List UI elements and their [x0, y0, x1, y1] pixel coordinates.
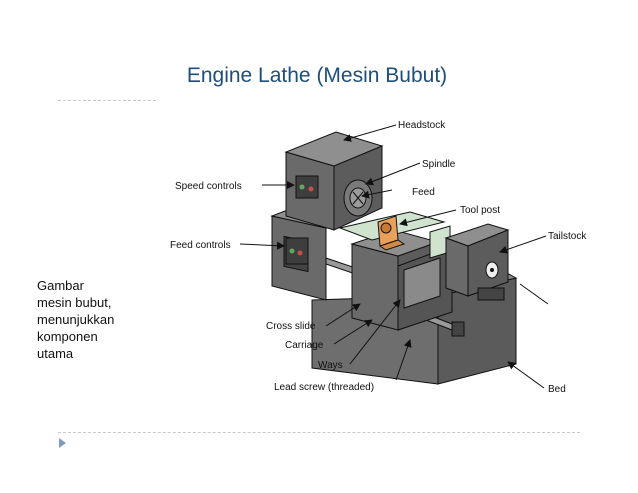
footer-divider	[58, 432, 580, 433]
caption-line: utama	[37, 346, 74, 361]
label-speed-controls: Speed controls	[175, 181, 242, 192]
caption-line: komponen	[37, 329, 98, 344]
title-divider	[58, 100, 156, 101]
label-ways: Ways	[318, 360, 343, 371]
label-cross-slide: Cross slide	[266, 321, 316, 332]
label-lead-screw: Lead screw (threaded)	[274, 382, 374, 393]
caption: Gambar mesin bubut, menunjukkan komponen…	[37, 277, 157, 362]
label-feed-controls: Feed controls	[170, 240, 231, 251]
tailstock	[444, 223, 510, 301]
caption-line: Gambar	[37, 278, 84, 293]
label-tailstock: Tailstock	[548, 231, 587, 242]
label-tool-post: Tool post	[460, 205, 500, 216]
label-headstock: Headstock	[398, 120, 446, 131]
label-spindle: Spindle	[422, 159, 456, 170]
headstock-upper	[284, 131, 384, 265]
label-carriage: Carriage	[285, 340, 324, 351]
bullet-icon	[59, 438, 66, 448]
label-feed: Feed	[412, 187, 435, 198]
slide-title: Engine Lathe (Mesin Bubut)	[186, 64, 448, 87]
label-bed: Bed	[548, 384, 566, 395]
caption-line: menunjukkan	[37, 312, 115, 327]
caption-line: mesin bubut,	[37, 295, 112, 310]
carriage	[350, 229, 453, 331]
tool-post	[377, 215, 406, 251]
